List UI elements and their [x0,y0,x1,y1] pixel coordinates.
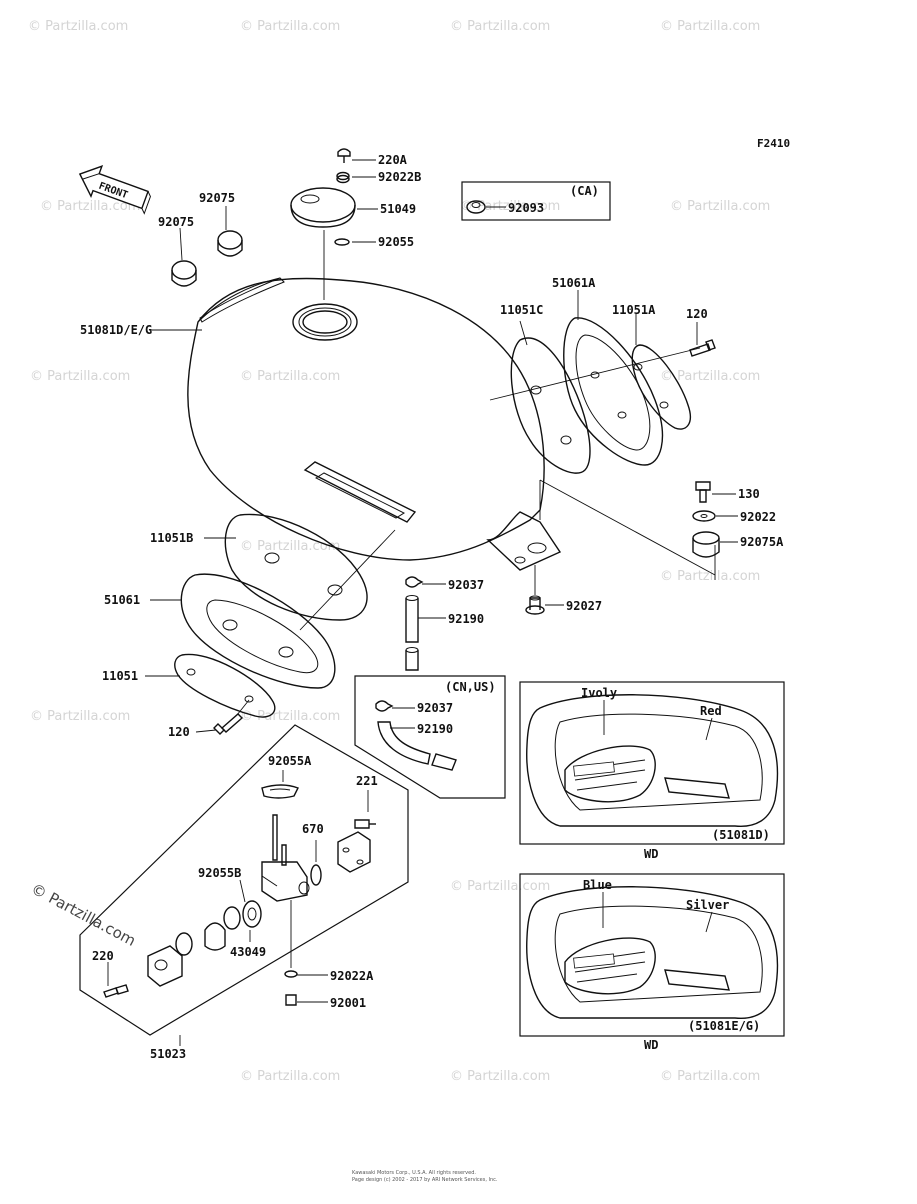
variant-d-color1: Ivoly [581,686,617,700]
label-221: 221 [356,774,378,788]
label-11051: 11051 [102,669,138,683]
watermark-text: © Partzilla.com [240,709,340,724]
nut-92093-icon [466,200,486,214]
front-arrow-icon: FRONT [78,164,151,215]
watermark-text: © Partzilla.com [450,879,550,894]
label-92037-b: 92037 [417,701,453,715]
label-130: 130 [738,487,760,501]
label-51023: 51023 [150,1047,186,1061]
watermark-text: © Partzilla.com [28,19,128,34]
footer-copyright: Kawasaki Motors Corp., U.S.A. All rights… [352,1170,476,1176]
label-92055A: 92055A [268,754,312,768]
label-11051A: 11051A [612,303,656,317]
label-92190: 92190 [448,612,484,626]
collar-92027 [525,595,564,615]
watermark-text: © Partzilla.com [660,569,760,584]
label-92001: 92001 [330,996,366,1010]
right-emblem-group [489,290,716,474]
label-120-left: 120 [168,725,190,739]
variant-51081EG-panel: Blue Silver (51081E/G) [519,873,785,1037]
watermark-text: © Partzilla.com [40,199,140,214]
label-92055B: 92055B [198,866,241,880]
label-220: 220 [92,949,114,963]
fuel-cap-assembly [290,148,378,300]
label-92093: 92093 [508,201,544,215]
label-92055: 92055 [378,235,414,249]
variant-eg-caption: WD [644,1038,658,1052]
label-92075-top: 92075 [199,191,235,205]
variant-d-caption: WD [644,847,658,861]
watermark-text: © Partzilla.com [450,1069,550,1084]
variant-d-code: (51081D) [712,828,770,842]
label-92022: 92022 [740,510,776,524]
label-51061A: 51061A [552,276,596,290]
variant-eg-code: (51081E/G) [688,1019,760,1033]
watermark-text: © Partzilla.com [660,1069,760,1084]
watermark-text: © Partzilla.com [460,199,560,214]
label-43049: 43049 [230,945,266,959]
breather-hose-cnus [375,700,457,771]
watermark-text: © Partzilla.com [670,199,770,214]
label-11051C: 11051C [500,303,543,317]
ca-option-box [461,181,611,221]
fuel-tank [152,277,716,595]
label-92075-left: 92075 [158,215,194,229]
label-92022B: 92022B [378,170,421,184]
label-120-right: 120 [686,307,708,321]
watermark-grid: © Partzilla.com © Partzilla.com © Partzi… [28,19,770,1084]
watermark-text-main: © Partzilla.com [28,880,139,950]
variant-51081D-panel: Ivoly Red (51081D) [519,681,785,845]
watermark-text: © Partzilla.com [240,539,340,554]
label-92022A: 92022A [330,969,374,983]
watermark-text: © Partzilla.com [240,369,340,384]
watermark-text: © Partzilla.com [240,19,340,34]
label-92037: 92037 [448,578,484,592]
label-92027: 92027 [566,599,602,613]
figure-code: F2410 [757,137,790,150]
footer-design: Page design (c) 2002 - 2017 by ARI Netwo… [352,1177,498,1183]
label-11051B: 11051B [150,531,193,545]
watermark-text: © Partzilla.com [660,19,760,34]
watermark-text: © Partzilla.com [660,369,760,384]
watermark-text: © Partzilla.com [450,19,550,34]
watermark-text: © Partzilla.com [30,709,130,724]
label-92190-b: 92190 [417,722,453,736]
label-670: 670 [302,822,324,836]
watermark-text: © Partzilla.com [240,1069,340,1084]
fuel-cock-parts [103,770,376,1006]
label-ca-tag: (CA) [570,184,599,198]
variant-eg-color1: Blue [583,878,612,892]
breather-hose [405,576,446,671]
variant-d-color2: Red [700,704,722,718]
label-cnus-tag: (CN,US) [445,680,496,694]
label-220A: 220A [378,153,408,167]
fuel-cock-assembly-box [79,724,409,1036]
label-51081DEG: 51081D/E/G [80,323,152,337]
mount-hardware-right [692,481,738,558]
damper-92075-pair [171,206,243,287]
cnus-option-box [354,675,506,799]
left-emblem-group [145,513,396,735]
label-92075A: 92075A [740,535,784,549]
variant-eg-color2: Silver [686,898,729,912]
watermark-text: © Partzilla.com [30,369,130,384]
label-51049: 51049 [380,202,416,216]
label-51061: 51061 [104,593,140,607]
